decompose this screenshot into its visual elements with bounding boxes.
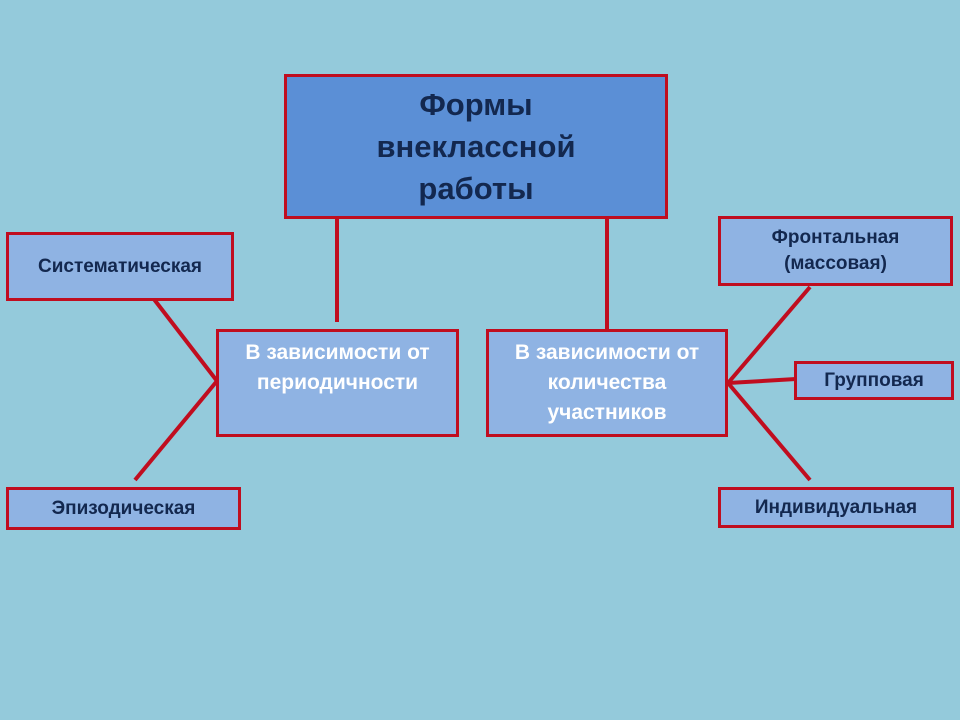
branch-periodicity-box: В зависимости от периодичности — [216, 329, 459, 437]
leaf-episodic-box: Эпизодическая — [6, 487, 241, 530]
connector-participants-to-frontal — [726, 285, 812, 385]
branch-participants-label: В зависимости от количества участников — [514, 341, 700, 424]
leaf-systematic-box: Систематическая — [6, 232, 234, 301]
leaf-individual-label: Индивидуальная — [754, 496, 918, 518]
connector-participants-to-group — [727, 377, 797, 385]
leaf-individual-box: Индивидуальная — [718, 487, 954, 528]
branch-participants-box: В зависимости от количества участников — [486, 329, 728, 437]
leaf-frontal-box: Фронтальная (массовая) — [718, 216, 953, 286]
leaf-group-label: Групповая — [824, 369, 924, 391]
leaf-frontal-label: Фронтальная (массовая) — [771, 227, 900, 274]
branch-periodicity-label: В зависимости от периодичности — [245, 341, 430, 394]
leaf-episodic-label: Эпизодическая — [51, 497, 196, 519]
leaf-systematic-label: Систематическая — [37, 255, 203, 277]
connector-periodicity-to-episodic — [133, 379, 219, 482]
leaf-group-box: Групповая — [794, 361, 954, 400]
connector-participants-to-individual — [726, 381, 812, 482]
diagram-title-box: Формы внеклассной работы — [284, 74, 668, 219]
diagram-title: Формы внеклассной работы — [376, 86, 576, 206]
